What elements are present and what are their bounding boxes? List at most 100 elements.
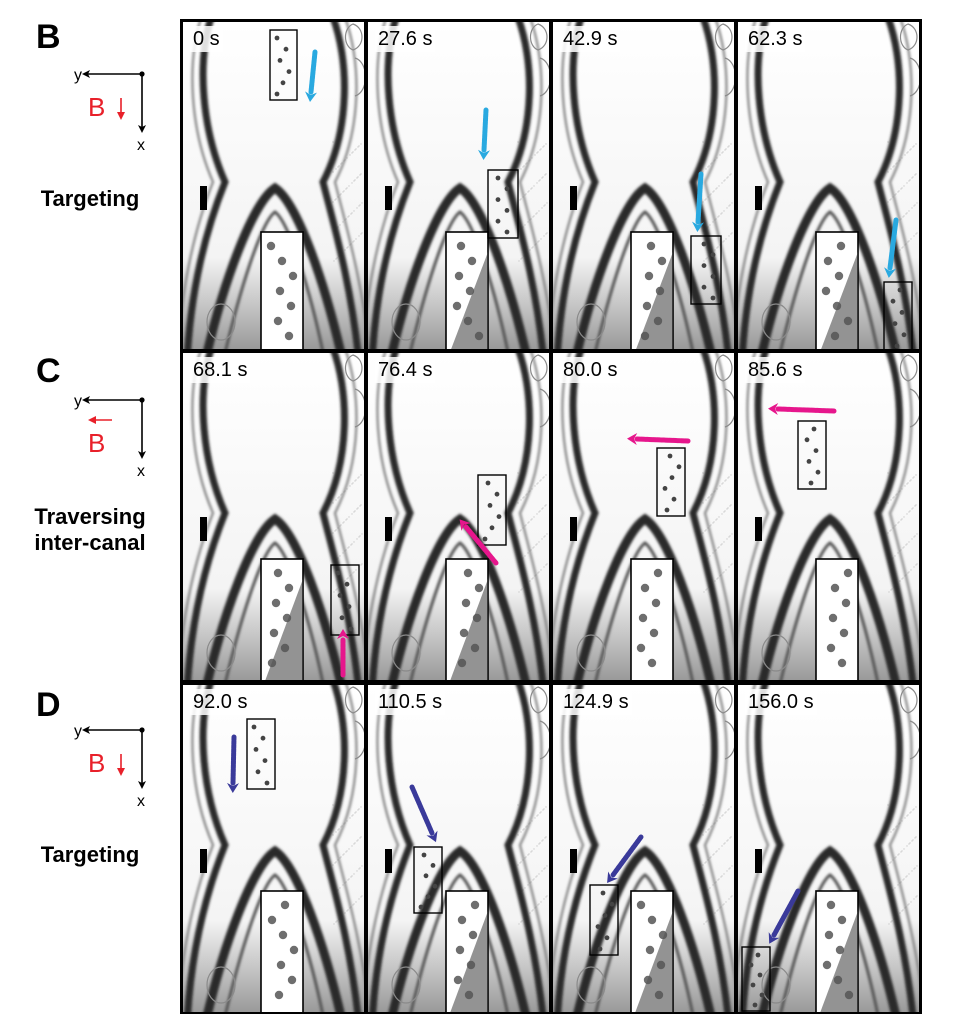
x-arrowhead [138,451,146,459]
particle [423,873,429,879]
channel-walls [738,22,919,349]
field-arrow-icon [88,416,96,424]
arrowhead-icon [692,221,704,232]
channel-walls [738,353,919,680]
micrograph-image [368,685,549,1012]
micrograph-panel: 68.1 s [183,353,364,680]
particle [844,990,854,1000]
particle [421,852,427,858]
trajectory-arrow [768,888,801,944]
cell-outlines [206,686,364,1004]
magnified-inset [260,890,304,1012]
particle [495,218,501,224]
particle [748,962,754,968]
panel-letter: B [36,18,61,56]
particle [806,459,812,464]
particle [671,496,677,502]
particle [466,960,476,970]
particle [636,643,646,653]
particle [452,301,462,311]
particle [804,437,810,443]
tracking-box [589,884,619,956]
particle [280,80,286,86]
particle [653,316,663,326]
coordinate-axes-icon: yxB [74,724,146,810]
time-stamp: 80.0 s [560,357,621,383]
particle [457,658,467,668]
particle [496,514,502,519]
tracking-box [656,447,686,517]
field-label: B [88,428,105,458]
cell-outlines [206,354,364,672]
particle [710,274,716,279]
particle [597,946,603,952]
cell-outlines [761,23,919,341]
particle [464,990,474,1000]
arrowhead-icon [478,149,490,160]
particle [280,900,290,910]
channel-walls [368,353,549,680]
x-arrowhead [138,125,146,133]
particle [269,628,279,638]
field-label: B [88,748,105,778]
particle [485,480,491,486]
particle [264,780,270,786]
particle [468,930,478,940]
particle [346,604,352,609]
particle [278,930,288,940]
y-axis-label: y [74,394,82,410]
particle [289,945,299,955]
particle [288,271,298,281]
particle [274,91,280,97]
arrowhead-icon [627,433,638,445]
caption-line: inter-canal [34,530,146,555]
micrograph-panel: 92.0 s [183,685,364,1012]
particle [669,475,675,480]
particle [277,256,287,266]
y-arrowhead [82,726,90,734]
particle [899,310,905,315]
micrograph-panel: 124.9 s [553,685,734,1012]
micrograph-image [183,685,364,1012]
particle [830,331,840,341]
particle [276,960,286,970]
particle [822,960,832,970]
particle [636,900,646,910]
particle [487,503,493,508]
particle [339,615,345,621]
particle [658,930,668,940]
particle [826,643,836,653]
caption-line: Traversing [34,504,146,529]
cell-outlines [576,354,734,672]
channel-walls [553,353,734,680]
particle [262,758,268,763]
time-stamp: 85.6 s [745,357,806,383]
micrograph-panel: 110.5 s [368,685,549,1012]
particle [811,426,817,432]
trajectory-arrow [607,834,644,884]
magnified-inset [260,231,304,349]
particle [823,256,833,266]
tracking-box [269,29,298,101]
arrowhead-icon [227,782,239,793]
particle [676,464,682,470]
particle [640,331,650,341]
field-arrow-icon [117,112,125,120]
micrograph-image [553,353,734,680]
panel-letter: D [36,686,61,724]
micrograph-panel: 42.9 s [553,22,734,349]
particle [461,598,471,608]
particle [286,301,296,311]
particle [456,241,466,251]
time-stamp: 124.9 s [560,689,632,715]
tracking-box [413,846,443,914]
particle [837,658,847,668]
particle [348,626,354,632]
particle [280,643,290,653]
tracking-box [797,420,827,490]
particle [472,613,482,623]
particle [282,613,292,623]
particle [638,613,648,623]
